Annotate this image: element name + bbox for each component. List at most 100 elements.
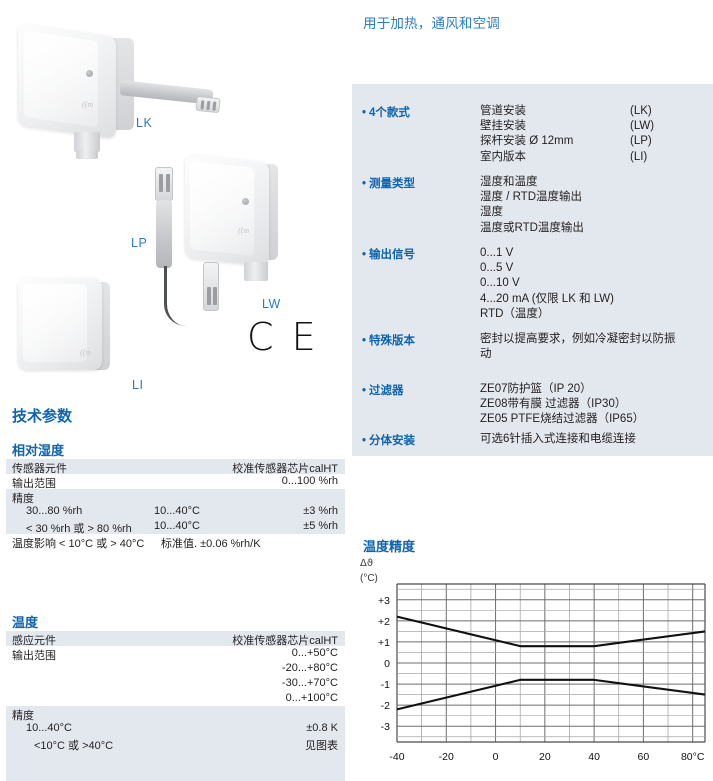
row-label: 感应元件: [12, 635, 56, 647]
spec-row-output-signal: •输出信号 0...1 V 0...5 V 0...10 V 4...20 mA…: [362, 246, 630, 322]
spec-values: 管道安装 (LK) 壁挂安装 (LW) 探杆安装 Ø 12mm (LP) 室内版本 (L…: [480, 104, 654, 165]
spec-value-code: (LK): [630, 105, 652, 117]
chart-xtick-label: -40: [389, 751, 404, 763]
spec-value-text: 壁挂安装: [480, 120, 526, 133]
spec-value-text: 湿度 / RTD温度输出: [480, 191, 583, 204]
row-mid: 10...40°C: [154, 520, 200, 532]
table-temperature: 感应元件 校准传感器芯片calHT 输出范围 0...+50°C -20...+…: [6, 631, 345, 781]
section-title-humidity: 相对湿度: [12, 443, 65, 458]
row-label: 传感器元件: [12, 463, 67, 475]
spec-row-variants: •4个款式 管道安装 (LK) 壁挂安装 (LW) 探杆安装 Ø 12mm (LP) …: [362, 104, 654, 165]
row-value: 0...+100°C: [285, 692, 338, 704]
product-label-lw: LW: [262, 297, 281, 311]
table-row: < 30 %rh 或 > 80 %rh 10...40°C ±5 %rh: [6, 519, 345, 535]
chart-xtick-label: 60: [638, 751, 650, 763]
row-value: 校准传感器芯片calHT: [232, 463, 338, 475]
row-label: 精度: [12, 710, 34, 722]
spec-value-text: 0...1 V: [480, 247, 514, 259]
row-label: < 30 %rh 或 > 80 %rh: [26, 523, 132, 535]
spec-row-measurement-type: •测量类型 湿度和温度 湿度 / RTD温度输出 湿度 温度或RTD温度输出: [362, 175, 630, 236]
spec-value-text: 探杆安装 Ø 12mm: [480, 135, 574, 148]
spec-value-text: 温度或RTD温度输出: [480, 221, 584, 234]
spec-value-text: 密封以提高要求，例如冷凝密封以防振动: [480, 333, 676, 361]
row-label: 温度影响 < 10°C 或 > 40°C: [12, 538, 145, 550]
spec-value-text: 湿度和温度: [480, 176, 538, 188]
ce-mark-icon: C E: [247, 315, 319, 359]
table-row: 感应元件 校准传感器芯片calHT: [6, 631, 345, 647]
chart-xtick-label: 80°C: [681, 751, 705, 763]
spec-row-filter: •过滤器 ZE07防护篮（IP 20） ZE08带有膜 过滤器（IP30） ZE…: [362, 382, 644, 428]
spec-value-text: RTD（温度）: [480, 307, 550, 320]
row-label: <10°C 或 >40°C: [34, 740, 114, 752]
table-row: 输出范围 0...+50°C: [6, 646, 345, 662]
row-value: 0...+50°C: [291, 647, 338, 659]
spec-key: •分体安装: [362, 435, 416, 447]
chart-ytick-label: -1: [381, 679, 390, 691]
table-row: 温度影响 < 10°C 或 > 40°C 标准值. ±0.06 %rh/K: [6, 534, 345, 550]
spec-value-text: ZE05 PTFE烧结过滤器（IP65）: [480, 413, 645, 426]
table-row: 0...+100°C: [6, 691, 345, 706]
spec-value-text: 0...5 V: [480, 262, 514, 275]
product-label-lk: LK: [136, 116, 153, 130]
product-label-li: LI: [132, 378, 144, 392]
chart-xtick-label: 20: [539, 751, 551, 763]
specification-panel: •4个款式 管道安装 (LK) 壁挂安装 (LW) 探杆安装 Ø 12mm (LP) …: [352, 84, 713, 456]
tech-parameters-title: 技术参数: [12, 408, 73, 425]
row-value: ±3 %rh: [303, 505, 338, 517]
row-value: -20...+80°C: [281, 662, 338, 674]
chart-xtick-label: 40: [588, 751, 600, 763]
page-headline: 用于加热，通风和空调: [363, 16, 500, 31]
table-row: <10°C 或 >40°C 见图表: [6, 736, 345, 752]
spec-values: 密封以提高要求，例如冷凝密封以防振动: [480, 332, 676, 362]
chart-title: 温度精度: [363, 539, 416, 554]
spec-values: 0...1 V 0...5 V 0...10 V 4...20 mA (仅限 L…: [480, 246, 630, 322]
product-label-lp: LP: [131, 236, 148, 250]
chart-ytick-label: 0: [384, 658, 390, 670]
product-image-group: ((m LK LP ((m: [0, 14, 350, 394]
table-row: 输出范围 0...100 %rh: [6, 474, 345, 490]
row-value: 校准传感器芯片calHT: [232, 635, 338, 647]
chart-y-axis-unit: (°C): [360, 573, 378, 584]
table-row: 30...80 %rh 10...40°C ±3 %rh: [6, 504, 345, 519]
row-mid: 标准值. ±0.06 %rh/K: [161, 538, 261, 550]
spec-value-text: ZE07防护篮（IP 20）: [480, 383, 592, 395]
spec-value-code: (LI): [630, 150, 648, 163]
table-row: 精度: [6, 489, 345, 505]
spec-key: •测量类型: [362, 178, 416, 190]
spec-key: •4个款式: [362, 107, 410, 119]
spec-key: •输出信号: [362, 249, 416, 261]
row-label: 精度: [12, 493, 34, 505]
spec-value-text: 管道安装: [480, 105, 526, 117]
spec-key: •特殊版本: [362, 335, 416, 347]
row-label: 输出范围: [12, 478, 56, 490]
spec-value-code: (LP): [630, 135, 652, 148]
table-row: -20...+80°C: [6, 661, 345, 676]
spec-row-special-version: •特殊版本 密封以提高要求，例如冷凝密封以防振动: [362, 332, 676, 362]
table-row: 精度: [6, 706, 345, 722]
spec-row-split-mounting: •分体安装 可选6针插入式连接和电缆连接: [362, 432, 636, 448]
chart-xtick-label: 0: [493, 751, 499, 763]
section-title-temperature: 温度: [12, 615, 39, 630]
row-value: 见图表: [305, 740, 338, 752]
row-mid: 10...40°C: [154, 505, 200, 517]
spec-value-text: 室内版本: [480, 150, 526, 163]
chart-series-upper-tolerance: [396, 615, 706, 648]
chart-ytick-label: +1: [378, 637, 390, 649]
chart-ytick-label: -2: [381, 700, 390, 712]
row-value: ±0.8 K: [306, 722, 338, 734]
chart-ytick-label: -3: [381, 721, 390, 733]
spec-value-text: 可选6针插入式连接和电缆连接: [480, 433, 636, 445]
spec-value-text: 4...20 mA (仅限 LK 和 LW): [480, 292, 614, 305]
row-value: ±5 %rh: [303, 520, 338, 532]
spec-values: ZE07防护篮（IP 20） ZE08带有膜 过滤器（IP30） ZE05 PT…: [480, 382, 644, 428]
spec-value-code: (LW): [630, 120, 655, 133]
chart-series-lower-tolerance: [396, 678, 706, 711]
table-row: -30...+70°C: [6, 676, 345, 691]
spec-values: 可选6针插入式连接和电缆连接: [480, 432, 636, 448]
spec-value-text: ZE08带有膜 过滤器（IP30）: [480, 398, 627, 411]
spec-value-text: 湿度: [480, 206, 503, 219]
spec-key: •过滤器: [362, 385, 404, 397]
